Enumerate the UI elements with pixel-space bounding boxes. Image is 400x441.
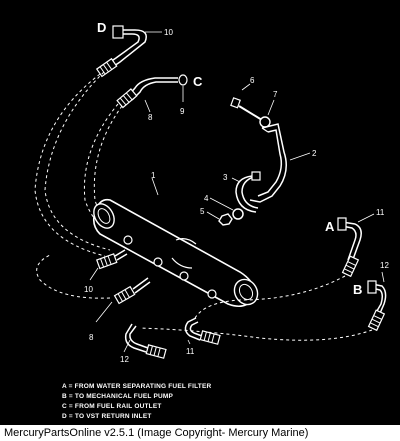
nut [232,208,244,220]
fuel-hose-b-bottom [124,323,167,359]
fuel-hose-b [139,280,387,341]
part-number-6: 6 [250,76,255,85]
fuel-hose-d-top [34,25,147,257]
legend-line-a: A = FROM WATER SEPARATING FUEL FILTER [62,383,211,390]
washer [259,116,271,128]
connection-letter-a: A [325,219,335,234]
part-number-3: 3 [223,173,228,182]
o-ring [178,74,188,86]
fuel-hose-a [194,217,362,319]
hose-clamp [235,171,261,213]
screw [230,97,263,121]
exploded-parts-diagram: D C A B 10 8 9 [34,20,389,420]
connection-letter-d: D [97,20,106,35]
part-number-7: 7 [273,90,278,99]
mounting-bracket [249,123,287,203]
part-number-2: 2 [312,149,317,158]
legend: A = FROM WATER SEPARATING FUEL FILTER B … [62,383,211,420]
part-number-1: 1 [151,171,156,180]
hex-nut [218,213,233,226]
legend-line-b: B = TO MECHANICAL FUEL PUMP [62,393,173,400]
part-number-11-bottom: 11 [186,347,195,356]
part-number-12-bottom: 12 [120,355,129,364]
part-number-4: 4 [204,194,209,203]
connection-letter-b: B [353,282,362,297]
fuel-hose-c-bottom [36,254,151,305]
part-number-8-bottom: 8 [89,333,94,342]
fuel-hose-a-bottom [184,317,221,345]
part-number-5: 5 [200,207,205,216]
connection-letter-c: C [193,74,203,89]
legend-line-d: D = TO VST RETURN INLET [62,413,152,420]
part-number-10-top: 10 [164,28,173,37]
legend-line-c: C = FROM FUEL RAIL OUTLET [62,403,162,410]
part-number-8-top: 8 [148,113,153,122]
copyright-footer: MercuryPartsOnline v2.5.1 (Image Copyrig… [0,425,400,441]
fuel-cooler [92,198,259,308]
part-number-10-bottom: 10 [84,285,93,294]
part-number-9: 9 [180,107,185,116]
part-number-12-right: 12 [380,261,389,270]
part-number-11-right: 11 [376,208,385,217]
fuel-hose-d-bottom [96,249,128,270]
